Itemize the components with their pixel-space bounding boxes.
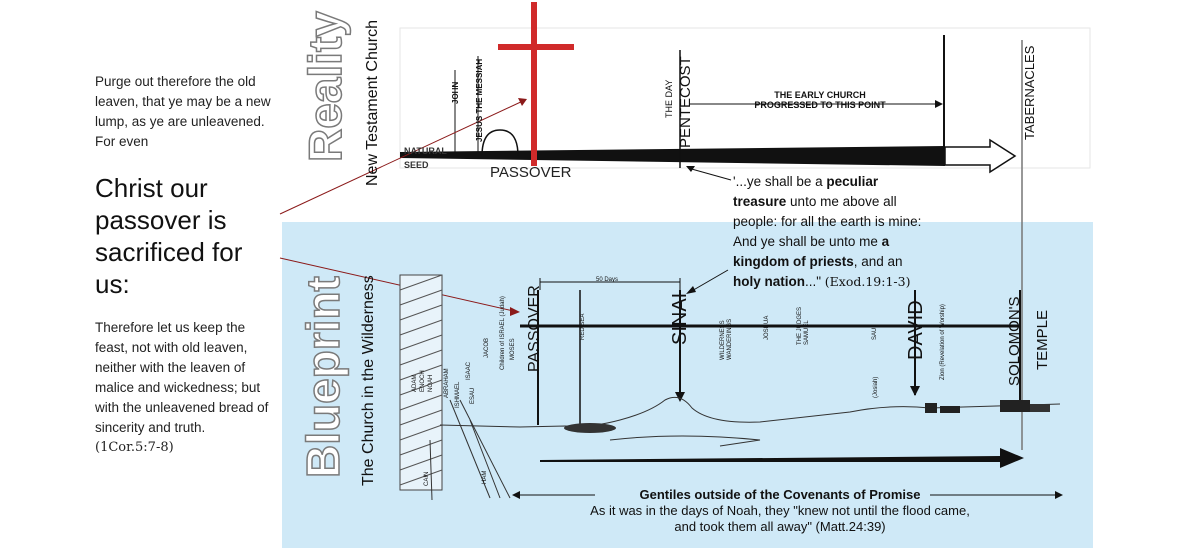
exodus-quote: '...ye shall be a peculiar treasure unto… xyxy=(733,174,922,289)
gentiles-caption: Gentiles outside of the Covenants of Pro… xyxy=(500,487,1060,535)
temple-block xyxy=(1000,400,1030,412)
the-day-label: THE DAY xyxy=(664,79,674,118)
saul-label: SAUL xyxy=(872,324,878,340)
pointer-to-cross-head xyxy=(518,98,527,106)
esau-label: ESAU xyxy=(470,387,476,404)
wander-line xyxy=(609,435,761,447)
john-label: JOHN xyxy=(451,81,460,104)
blueprint-subtitle: The Church in the Wilderness xyxy=(360,275,377,486)
blueprint-long-arrow xyxy=(540,448,1024,468)
seed-label: SEED xyxy=(404,160,429,170)
reality-outline-arrow xyxy=(944,138,1017,174)
reality-word: Reality xyxy=(298,10,352,162)
moses-label: MOSES xyxy=(510,338,516,360)
zion-label: Zion (Revelation of Worship) xyxy=(940,304,946,380)
children-label: Children of ISRAEL (Judah) xyxy=(500,296,506,370)
fifty-days-label: 50 Days xyxy=(596,277,619,283)
natural-label: NATURAL xyxy=(404,146,447,156)
sinai-label: SINAI xyxy=(669,292,691,345)
christ-passover-text: Christ our passover is sacrificed for us… xyxy=(95,173,243,299)
enoch-label: ENOCH xyxy=(420,370,426,392)
reality-passover-label: PASSOVER xyxy=(490,164,572,181)
red-sea-label: RED SEA xyxy=(580,313,586,340)
joshua-label: JOSHUA xyxy=(764,315,770,340)
ham-arrow xyxy=(469,419,501,499)
pointer-to-passover-head xyxy=(510,307,520,316)
pointer-to-sinai xyxy=(689,269,729,293)
gentiles-line-1: As it was in the days of Noah, they "kne… xyxy=(590,503,970,518)
ishmael-label: ISHMAEL xyxy=(455,381,461,408)
abraham-label: ABRAHAM xyxy=(444,368,450,398)
city-block-2 xyxy=(940,406,960,413)
pointer-to-pentecost xyxy=(687,167,732,181)
pointer-to-cross xyxy=(279,99,526,215)
josiah-label: (Josiah) xyxy=(873,376,879,398)
blueprint-passover-label: PASSOVER xyxy=(526,285,543,372)
pointer-to-passover xyxy=(279,257,519,313)
hatched-wall xyxy=(399,274,443,491)
ham-label: HAM xyxy=(482,470,488,484)
reality-subtitle: New Testament Church xyxy=(364,20,381,186)
cross-vertical xyxy=(531,2,537,166)
jacob-label: JACOB xyxy=(484,337,490,358)
early-church-label: THE EARLY CHURCH PROGRESSED TO THIS POIN… xyxy=(754,90,886,110)
pentecost-label: PENTECOST xyxy=(677,56,694,148)
wilderness-label: WILDERNESS WANDERINGS xyxy=(720,318,733,360)
jesus-label: JESUS THE MESSIAH xyxy=(475,58,484,142)
gentiles-title: Gentiles outside of the Covenants of Pro… xyxy=(639,487,921,502)
purge-text: Purge out therefore the old leaven, that… xyxy=(95,74,271,149)
judges-label: THE JUDGES SAMUEL xyxy=(797,306,810,345)
adam-label: ADAM xyxy=(412,374,418,392)
temple-label-1: SOLOMON'S xyxy=(1006,296,1023,386)
isaac-label: ISAAC xyxy=(466,361,472,380)
early-church-arrowhead xyxy=(935,100,943,108)
noah-label: NOAH xyxy=(428,374,434,392)
tabernacles-label: TABERNACLES xyxy=(1022,45,1037,140)
birth-arc xyxy=(481,129,519,157)
corinthians-citation: (1Cor.5:7-8) xyxy=(95,440,174,455)
city-block-1 xyxy=(925,403,937,413)
terrain-line xyxy=(439,396,1061,428)
temple-label-2: TEMPLE xyxy=(1034,309,1051,370)
cross-horizontal xyxy=(498,44,574,50)
pointer-to-pentecost-head xyxy=(686,166,695,172)
blueprint-word: Blueprint xyxy=(296,275,350,478)
cain-label: CAIN xyxy=(424,471,430,486)
gentiles-line-2: and took them all away" (Matt.24:39) xyxy=(674,519,886,534)
david-label: DAVID xyxy=(905,300,927,360)
pointer-to-sinai-head xyxy=(686,286,696,294)
reality-panel-border xyxy=(399,27,1091,169)
keep-feast-text: Therefore let us keep the feast, not wit… xyxy=(95,320,269,435)
red-sea-shape xyxy=(564,423,616,433)
